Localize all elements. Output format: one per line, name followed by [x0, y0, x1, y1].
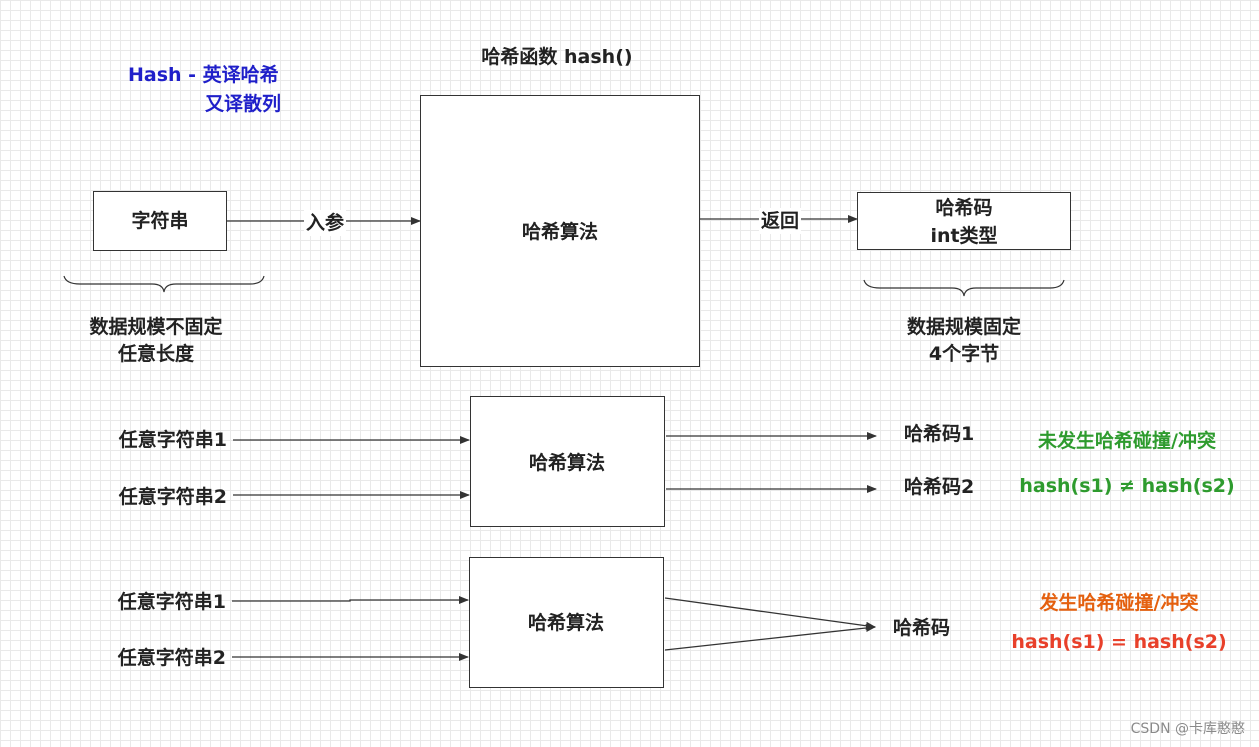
- algorithm-box-collision: [469, 557, 664, 688]
- input-brace: [63, 275, 265, 293]
- output-label-line2: int类型: [930, 225, 998, 247]
- arrow-collision-out1: [664, 597, 876, 630]
- nc-status: 未发生哈希碰撞/冲突: [1038, 430, 1216, 452]
- input-label: 字符串: [131, 210, 189, 232]
- c-status: 发生哈希碰撞/冲突: [1039, 592, 1199, 614]
- algorithm-label-main: 哈希算法: [521, 221, 599, 243]
- input-note-line2: 任意长度: [117, 343, 195, 365]
- algorithm-box-no-collision: [470, 396, 665, 527]
- nc-input1: 任意字符串1: [118, 429, 227, 451]
- c-formula: hash(s1) = hash(s2): [1011, 631, 1227, 653]
- intro-line1: Hash - 英译哈希: [128, 64, 279, 86]
- input-box: [93, 191, 227, 251]
- intro-line2: 又译散列: [205, 93, 282, 115]
- arrow-collision-input1: [232, 596, 469, 604]
- output-label-line1: 哈希码: [935, 197, 993, 219]
- nc-output1: 哈希码1: [904, 423, 975, 445]
- c-output: 哈希码: [893, 617, 951, 639]
- arrow-collision-out2: [664, 624, 876, 651]
- nc-formula: hash(s1) ≠ hash(s2): [1019, 475, 1235, 497]
- input-note-line1: 数据规模不固定: [89, 316, 223, 338]
- function-title: 哈希函数 hash(): [481, 46, 633, 68]
- arrow-in-label: 入参: [303, 210, 347, 236]
- algorithm-label-no-collision: 哈希算法: [528, 452, 606, 474]
- arrow-out-label: 返回: [758, 208, 802, 234]
- output-note-line1: 数据规模固定: [906, 316, 1022, 338]
- nc-input2: 任意字符串2: [118, 486, 227, 508]
- output-brace: [863, 279, 1065, 297]
- c-input2: 任意字符串2: [117, 647, 226, 669]
- algorithm-box-main: [420, 95, 700, 367]
- output-note-line2: 4个字节: [928, 343, 1000, 365]
- output-box: [857, 192, 1071, 250]
- nc-output2: 哈希码2: [904, 476, 975, 498]
- watermark: CSDN @卡库憨憨: [1130, 721, 1245, 737]
- c-input1: 任意字符串1: [117, 591, 226, 613]
- algorithm-label-collision: 哈希算法: [527, 612, 605, 634]
